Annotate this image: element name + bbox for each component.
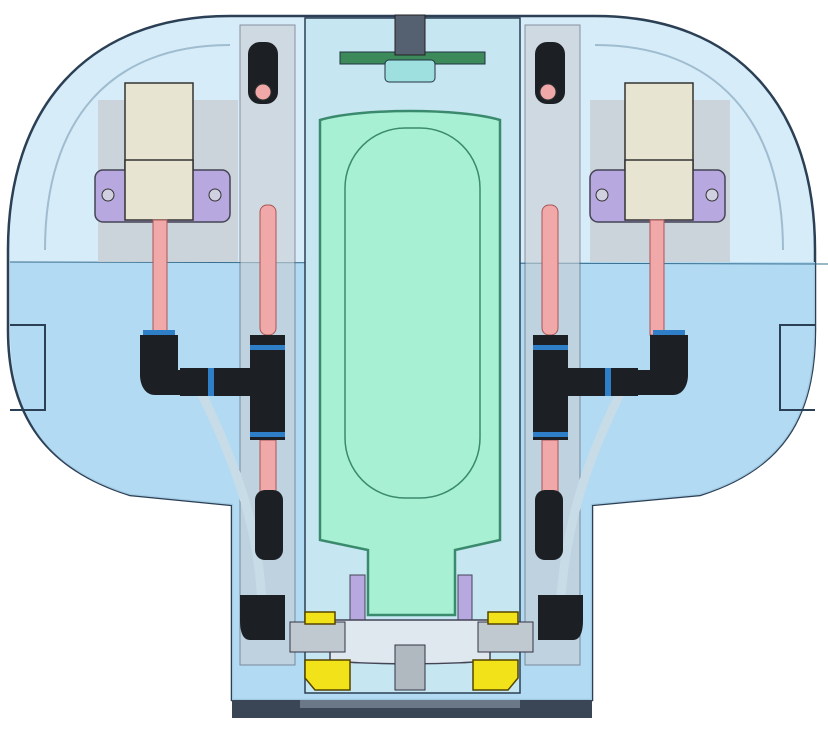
- tube-right-curved: [555, 367, 636, 611]
- screw-icon: [101, 188, 115, 202]
- tube-right-valve: [649, 219, 665, 336]
- tube-left-valve: [152, 219, 168, 336]
- check-valve-right: [477, 621, 534, 653]
- bottle: [318, 109, 502, 617]
- base-foot: [300, 700, 520, 708]
- valve-right: [589, 82, 726, 223]
- check-valve-left: [289, 621, 346, 653]
- screw-icon: [705, 188, 719, 202]
- outlet-nozzle: [394, 644, 426, 691]
- outer-shell-left-lip: [10, 324, 46, 411]
- bottle-inner: [344, 127, 481, 499]
- inner-rib-left: [44, 44, 231, 251]
- outer-shell-right-lip: [779, 324, 815, 411]
- port-left: [254, 83, 272, 101]
- yellow-nuts: [304, 611, 519, 691]
- fittings-right: [533, 42, 688, 640]
- screw-icon: [208, 188, 222, 202]
- tube-left-curved: [185, 367, 267, 611]
- port-right: [539, 83, 557, 101]
- fittings-left: [140, 42, 285, 640]
- sensor-window: [384, 59, 436, 83]
- inner-rib-right: [594, 44, 784, 251]
- tube-left-coil: [259, 204, 277, 336]
- connector-top: [394, 14, 426, 56]
- tube-right-coil: [541, 204, 559, 336]
- screw-icon: [595, 188, 609, 202]
